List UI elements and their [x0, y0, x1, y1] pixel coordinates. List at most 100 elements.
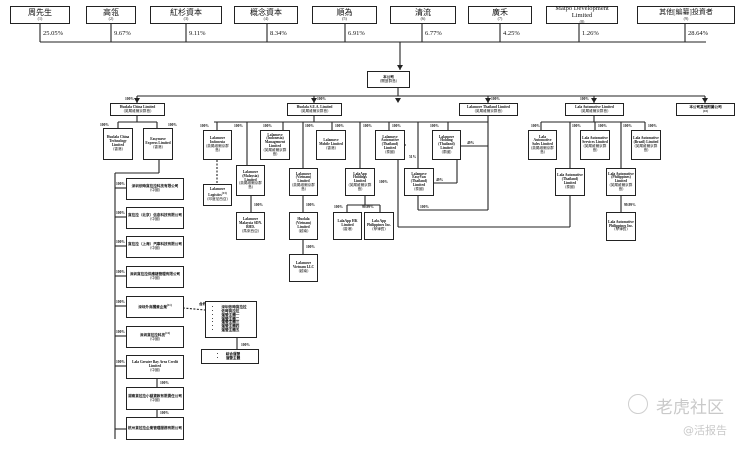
entity-box: Lala Automotive (Thailand) Limited(泰國): [555, 168, 585, 196]
shareholder-box: Matpo Development Limited(8): [546, 5, 618, 24]
entity-place: (泰國): [414, 186, 424, 191]
pct-label: 100%: [160, 381, 169, 385]
ownership-pct: 25.05%: [43, 30, 64, 37]
entity-name: Lalamove Mobile Limited: [319, 138, 343, 147]
entity-place: (英屬維爾京群島): [531, 145, 554, 154]
pct-label: 100%: [531, 124, 540, 128]
level1-lala-automotive: Lala Automotive Limited(英屬維爾京群島): [565, 103, 624, 116]
entity-name: 本公司: [383, 74, 394, 79]
pct-label: 100%: [623, 124, 632, 128]
entity-box: Lala Automotive (Brazil) Limited(英屬維爾京群島…: [631, 130, 661, 160]
entity-box: Lalamove (Malaysia) Limited(英屬維爾京群島): [236, 165, 265, 196]
entity-name: Lalamove (Malaysia) Limited: [242, 170, 259, 182]
entity-name: Lalamove Automotive (Thailand) Limited: [381, 134, 399, 150]
pct-label: 100%: [200, 124, 209, 128]
entity-name: Lala App Philippines Inc.: [367, 219, 391, 228]
watermark-logo-icon: [628, 394, 648, 414]
shareholder-box: 清流(6): [390, 6, 456, 24]
pct-label: 100%: [335, 124, 344, 128]
entity-place: (英屬維爾京群島): [580, 108, 609, 113]
pct-label: 100%: [334, 205, 343, 209]
entity-place: (英屬維爾京群島): [206, 144, 229, 152]
pct-label: 100%: [116, 300, 125, 304]
pct-label: 100%: [234, 124, 243, 128]
entity-place: (中國): [150, 397, 160, 402]
ownership-pct: 9.67%: [114, 30, 131, 37]
onshore-entity: 深圳貨拉拉科技(12)(中國): [126, 326, 184, 348]
vie-entities-box: 深圳依時貨拉拉 依時貨拉拉 運營主體一 運營主體二 運營主體三 運營主體四 運營…: [205, 301, 257, 338]
note-ref: (8): [579, 18, 585, 24]
entity-place: (英屬維爾京群島): [300, 108, 329, 113]
note-ref: (13): [221, 191, 227, 196]
pct-label: 49%: [467, 141, 475, 145]
note-ref: (12): [165, 331, 171, 336]
pct-label: 100%: [263, 124, 272, 128]
entity-box: Huolala China Technology Limited(香港): [103, 128, 133, 160]
pct-label: 99.99%: [362, 205, 374, 209]
ownership-pct: 4.25%: [503, 30, 520, 37]
entity-box: Lalamove Mobile Limited(香港): [316, 130, 346, 160]
vie-sub-item: 運營主體: [226, 356, 240, 361]
shareholder-name: 高瓴: [103, 7, 119, 17]
entity-name: LalaApp Holdings Limited: [353, 171, 367, 184]
entity-box: Easymove Express Limited(香港): [143, 128, 173, 160]
entity-place: (印度尼西亞): [207, 196, 228, 201]
shareholder-name: 周先生: [28, 7, 52, 17]
entity-place: (中國): [150, 367, 160, 372]
entity-place: (英屬維爾京群島): [609, 182, 633, 191]
entity-place: (香港): [326, 145, 336, 150]
onshore-entity: 深圳外商獨資企業(11): [126, 296, 184, 318]
shareholder-name: 其他[編纂]投資者: [659, 8, 713, 17]
pct-label: 100%: [116, 182, 125, 186]
ownership-pct: 28.64%: [688, 30, 709, 37]
pct-label: 100%: [168, 123, 177, 127]
entity-place: (英屬維爾京群島): [348, 182, 372, 191]
entity-name: 杭州貨拉拉企業管理服務有限公司: [128, 425, 182, 430]
ownership-pct: 1.26%: [582, 30, 599, 37]
vie-item: 運營主體四: [221, 324, 246, 329]
vie-sub-box: 綜合運營 運營主體: [201, 349, 259, 364]
vie-item: 運營主體二: [221, 317, 246, 322]
entity-name: 深圳貨拉拉供應鏈管理有限公司: [129, 272, 181, 277]
entity-name: 本公司其他附屬公司: [689, 105, 722, 110]
entity-box: Lala Automotive Philippines Inc.(菲律賓): [606, 212, 636, 241]
note-ref: (11): [166, 303, 172, 308]
ownership-pct: 6.91%: [348, 30, 365, 37]
onshore-entity: 貨拉拉（上海）汽車科技有限公司(中國): [126, 236, 184, 258]
entity-place: (中國): [150, 188, 160, 192]
entity-place: (中國): [150, 217, 160, 221]
entity-name: Lalamove (Indonesia) Management Limited: [264, 132, 286, 148]
entity-box: LalaApp Holdings Limited(英屬維爾京群島): [345, 168, 375, 196]
shareholder-name: 紅杉資本: [170, 7, 202, 17]
shareholder-name: 廣禾: [492, 7, 508, 17]
pct-label: 100%: [116, 330, 125, 334]
vie-item: 運營主體一: [221, 313, 246, 318]
entity-name: Easymove Express Limited: [145, 137, 171, 146]
entity-box: Lalamove Automotive (Thailand) Limited(泰…: [375, 130, 405, 160]
ownership-pct: 6.77%: [425, 30, 442, 37]
entity-box: Lalamove (Vietnam) Limited(英屬維爾京群島): [289, 168, 318, 196]
entity-box: Lalamove EasyVan (Thailand) Limited(泰國): [404, 168, 434, 196]
shareholder-name: 順為: [336, 7, 353, 17]
entity-place: (泰國): [441, 149, 452, 154]
pct-label: 100%: [598, 124, 607, 128]
entity-place: (越南): [298, 228, 309, 233]
entity-box: Lalamove Logistics(13)(印度尼西亞): [203, 184, 232, 206]
level1-huolala-china: Huolala China Limited(英屬維爾京群島): [110, 103, 165, 116]
entity-place: (馬來西亞): [242, 228, 259, 233]
entity-name: Lalamove Indonesia: [209, 136, 226, 145]
level1-other-subsidiaries: 本公司其他附屬公司(10): [676, 103, 735, 116]
entity-place: (中國): [150, 337, 160, 342]
note-ref: (1): [37, 16, 43, 22]
entity-place: (英屬維爾京群島): [263, 147, 287, 156]
pct-label: 100%: [125, 97, 134, 101]
entity-box: Lalamove Indonesia(英屬維爾京群島): [203, 130, 232, 160]
vie-item: 依時貨拉拉: [221, 309, 246, 314]
entity-name: Huolala China Technology Limited: [106, 135, 130, 147]
shareholder-name: Matpo Development Limited: [555, 5, 609, 19]
level1-huolala-sea: Huolala S.E.A. Limited(英屬維爾京群島): [287, 103, 342, 116]
pct-label: 100%: [306, 203, 315, 207]
entity-name: Lalamove EasyVan (Thailand) Limited: [410, 171, 428, 187]
shareholder-name: 清流: [415, 7, 431, 17]
